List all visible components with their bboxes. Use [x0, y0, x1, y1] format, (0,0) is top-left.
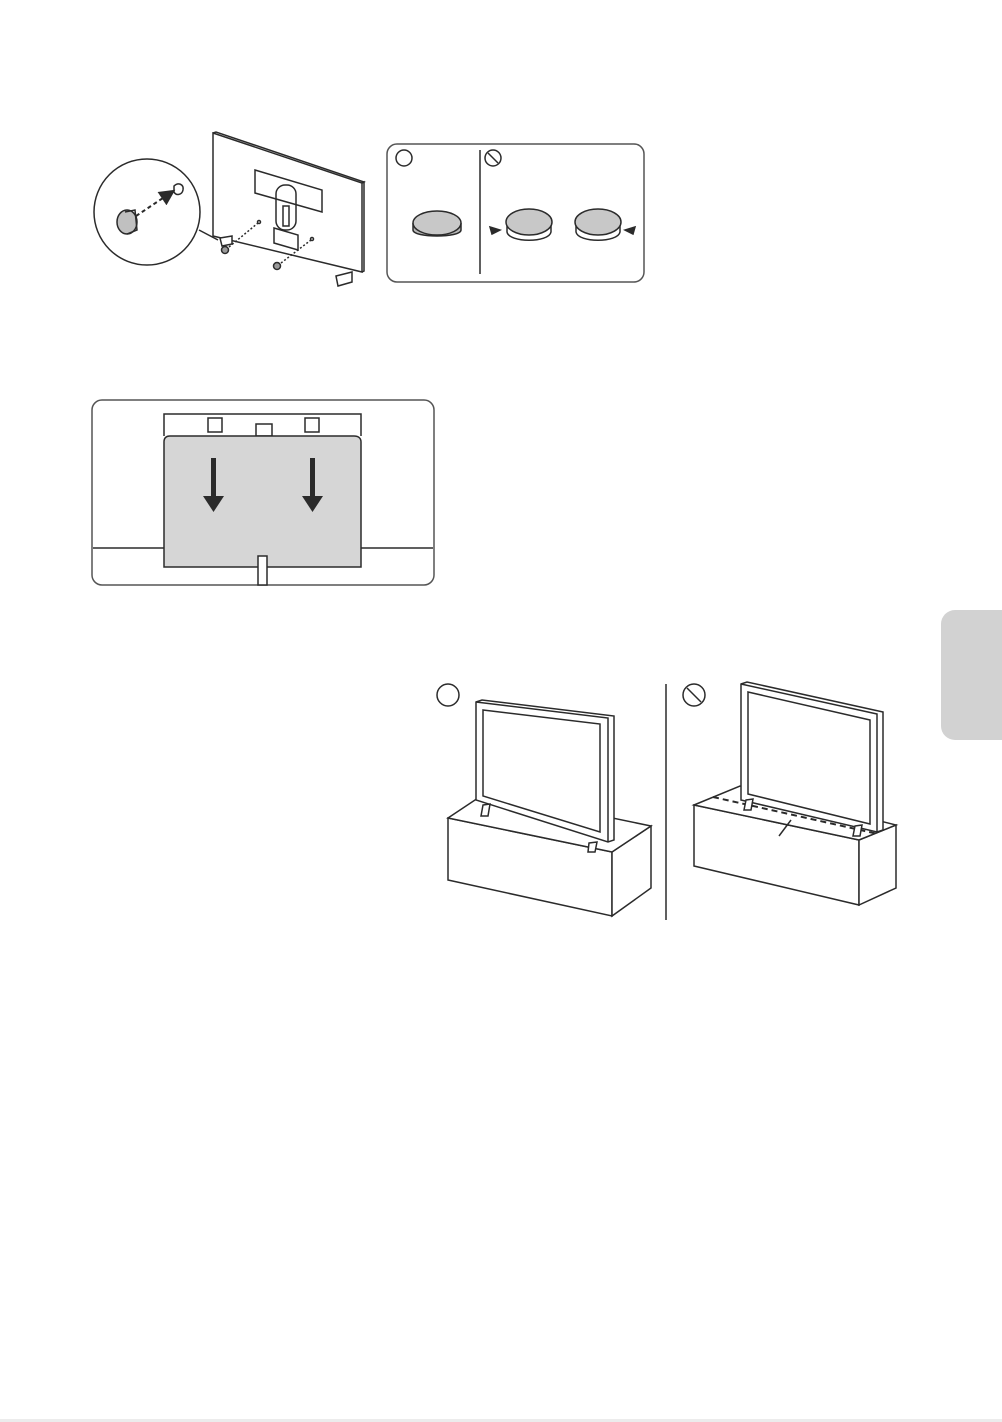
figure-cover: [92, 400, 434, 585]
section-side-tab: [941, 610, 1002, 740]
ok-circle-icon: [437, 684, 459, 706]
ok-circle-icon: [396, 150, 412, 166]
pad-correct: [413, 211, 461, 236]
magnifier-circle: [94, 159, 200, 265]
prohibited-circle-icon: [485, 150, 501, 166]
rubber-foot-pad-icon: [117, 210, 137, 234]
tv-foot-right: [336, 272, 352, 286]
figure-tv-back: [94, 132, 364, 286]
figure-stand: [437, 682, 896, 920]
tv-foot-left: [220, 236, 232, 246]
prohibited-circle-icon: [683, 684, 705, 706]
cover-panel: [164, 436, 361, 567]
figure-pads: [387, 144, 644, 282]
